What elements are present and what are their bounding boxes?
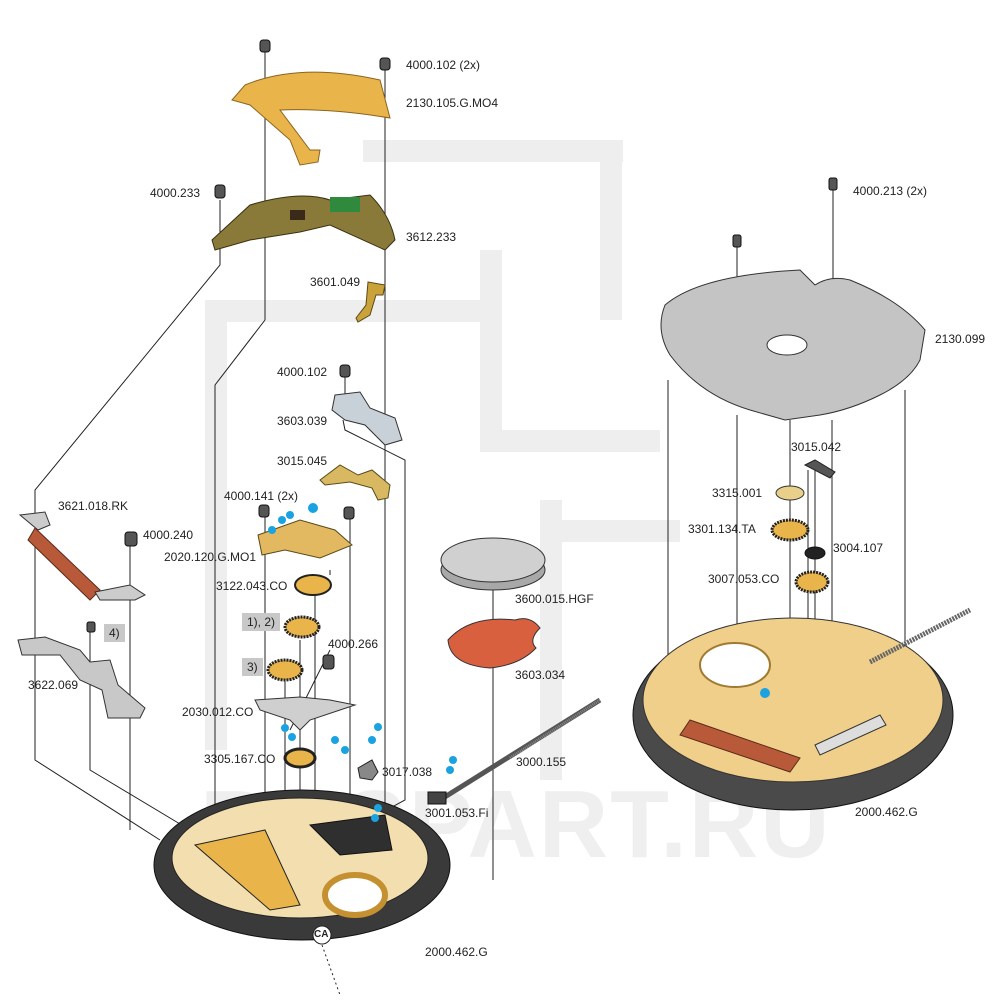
- part-label: 3001.053.Fi: [425, 806, 489, 820]
- part-label: 4000.240: [143, 528, 194, 542]
- note-label: 1), 2): [242, 613, 281, 631]
- part-label: 3603.034: [515, 668, 566, 682]
- insulator-3603-034: [447, 618, 541, 669]
- circuit-board-3612-233: [211, 194, 396, 251]
- wheel-3: [266, 658, 304, 682]
- contact-spring-3601-049: [355, 281, 386, 323]
- part-label: 2130.099: [935, 332, 986, 346]
- watermark-bar: [600, 140, 622, 320]
- wheel-3305-167: [283, 747, 317, 769]
- bridge-3603-039: [331, 391, 403, 446]
- screw-icon: [86, 621, 96, 633]
- oil-marker-icon: [268, 526, 276, 534]
- screws: [86, 39, 838, 670]
- pinion-3004-107: [804, 546, 826, 560]
- screw-icon: [322, 654, 335, 670]
- oil-marker-icon: [368, 736, 376, 744]
- part-label: 3612.233: [406, 230, 457, 244]
- part-label: 3600.015.HGF: [515, 592, 594, 606]
- oil-marker-icon: [278, 516, 286, 524]
- watermark-bar: [205, 300, 227, 750]
- note-label: 4): [104, 624, 125, 642]
- lever-3017-038: [357, 759, 379, 781]
- oil-marker-icon: [341, 746, 349, 754]
- part-label: 3622.069: [28, 678, 79, 692]
- oil-markers: [268, 503, 770, 822]
- train-bridge-2020-120: [257, 519, 353, 559]
- part-label: 4000.102: [277, 365, 328, 379]
- bridge-plate-2130-105: [231, 71, 391, 166]
- oil-marker-icon: [449, 756, 457, 764]
- bridge-2030-012: [254, 696, 357, 731]
- part-label: 3315.001: [712, 486, 763, 500]
- wheel-1-2: [283, 615, 321, 639]
- part-label: 4000.141 (2x): [224, 489, 299, 503]
- screw-icon: [379, 57, 391, 71]
- stator-3622-069: [17, 636, 146, 719]
- watermark-bar: [560, 520, 680, 542]
- screw-icon: [343, 506, 355, 520]
- wheel-3007-053: [794, 570, 830, 594]
- part-label: 4000.233: [150, 186, 201, 200]
- part-label: 4000.213 (2x): [853, 184, 928, 198]
- part-label: 3015.045: [277, 454, 328, 468]
- part-label: 3017.038: [382, 765, 433, 779]
- case-marker: [312, 925, 332, 945]
- part-label: 2000.462.G: [425, 945, 488, 959]
- part-label: 3301.134.TA: [688, 522, 756, 536]
- part-label: 3004.107: [833, 541, 884, 555]
- screw-icon: [339, 364, 351, 378]
- oil-marker-icon: [286, 511, 294, 519]
- case-marker-label: CA: [314, 929, 329, 940]
- note-label: 3): [242, 658, 263, 676]
- oil-marker-icon: [308, 503, 318, 513]
- part-label: 4000.266: [328, 637, 379, 651]
- watermark-bar: [480, 430, 660, 452]
- part-label: 2130.105.G.MO4: [406, 96, 499, 110]
- washer-3315-001: [775, 485, 805, 501]
- screw-icon: [732, 234, 742, 248]
- spring-3015-042: [803, 459, 836, 479]
- screw-icon: [828, 177, 838, 191]
- spring-3015-045: [319, 464, 391, 501]
- part-label: 2020.120.G.MO1: [164, 550, 257, 564]
- coil-3621-018: [18, 511, 51, 531]
- wheel-3122-043: [294, 574, 332, 596]
- part-label: 3015.042: [791, 440, 842, 454]
- part-label: 3603.039: [277, 414, 328, 428]
- part-label: 3621.018.RK: [58, 499, 129, 513]
- oil-marker-icon: [446, 766, 454, 774]
- part-label: 3000.155: [516, 755, 567, 769]
- screw-icon: [214, 184, 226, 199]
- oil-marker-icon: [331, 736, 339, 744]
- screw-icon: [259, 39, 271, 53]
- part-label: 2030.012.CO: [182, 705, 254, 719]
- screw-icon: [258, 504, 270, 518]
- part-label: 3601.049: [310, 275, 361, 289]
- part-label: 3007.053.CO: [708, 572, 780, 586]
- watermark-bar: [205, 300, 495, 322]
- watermark-bar: [363, 140, 623, 162]
- oil-marker-icon: [288, 733, 296, 741]
- wheel-3301-134: [770, 518, 810, 542]
- oil-marker-icon: [374, 723, 382, 731]
- screw-icon: [124, 531, 138, 547]
- part-label: 4000.102 (2x): [406, 58, 481, 72]
- oil-marker-icon: [281, 724, 289, 732]
- oil-marker-icon: [760, 688, 770, 698]
- part-label: 3305.167.CO: [204, 752, 276, 766]
- clutch-3001-053: [427, 791, 447, 805]
- oil-marker-icon: [371, 814, 379, 822]
- part-label: 2000.462.G: [855, 805, 918, 819]
- part-label: 3122.043.CO: [216, 579, 288, 593]
- oil-marker-icon: [374, 804, 382, 812]
